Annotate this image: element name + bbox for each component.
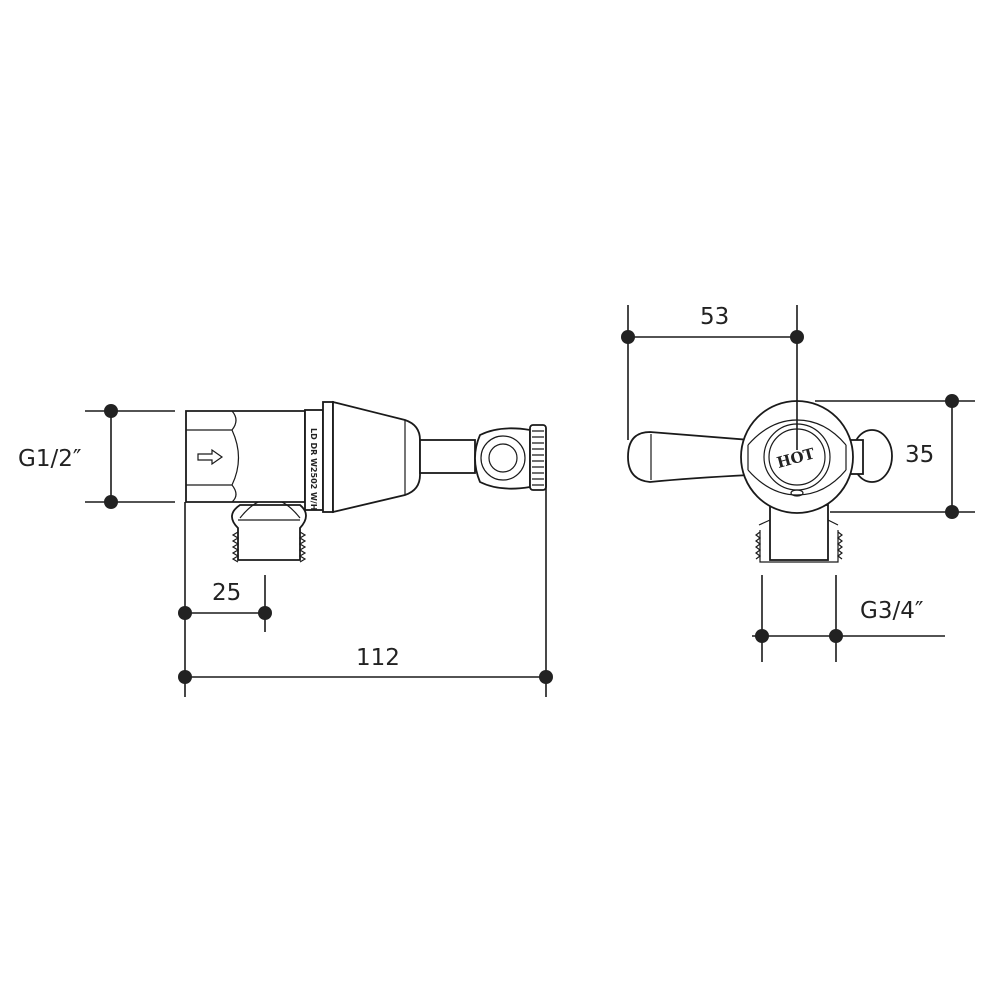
front-view: HOT 53 35 G3/4″ — [621, 304, 975, 662]
hex-nut — [185, 410, 306, 503]
dimension-112: 112 — [178, 460, 553, 697]
handle-end — [474, 424, 547, 491]
outlet-thread-label: G3/4″ — [860, 598, 924, 624]
spindle — [419, 439, 476, 474]
dim-112-label: 112 — [356, 645, 400, 671]
bonnet-cone — [332, 400, 421, 514]
dimension-53: 53 — [621, 304, 804, 450]
dimension-25: 25 — [178, 502, 272, 697]
lever-handle — [627, 431, 751, 483]
outlet-fitting — [755, 504, 843, 563]
side-view: LD DR W2502 W/H G1/2″ 25 112 — [18, 400, 553, 697]
collar: LD DR W2502 W/H — [304, 401, 334, 513]
dimension-35: 35 — [815, 394, 975, 519]
dim-25-label: 25 — [212, 580, 241, 606]
dim-53-label: 53 — [700, 304, 729, 330]
inlet-thread-label: G1/2″ — [18, 446, 82, 472]
dim-35-label: 35 — [905, 442, 934, 468]
outlet-fitting — [231, 498, 307, 563]
dimension-inlet-thread: G1/2″ — [18, 404, 175, 509]
flow-arrow-icon — [197, 448, 224, 466]
body-stamp: LD DR W2502 W/H — [309, 428, 318, 510]
dimension-outlet-thread: G3/4″ — [752, 575, 945, 662]
